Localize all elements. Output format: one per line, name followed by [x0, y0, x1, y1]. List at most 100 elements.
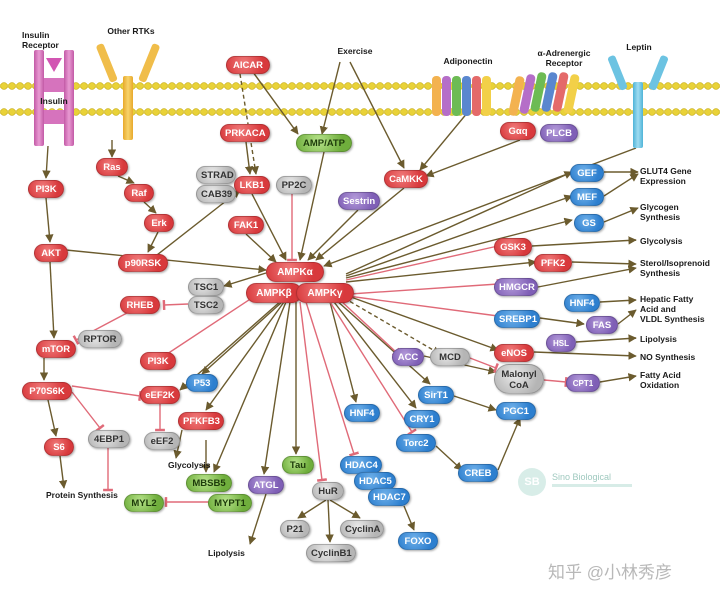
node-hur: HuR — [312, 482, 344, 500]
lipid-head — [80, 82, 88, 90]
node-hsl: HSL — [546, 334, 576, 352]
adiponectin-label: Adiponectin — [443, 56, 493, 66]
lipid-head — [672, 82, 680, 90]
inhibition-edge — [347, 295, 500, 322]
lipid-head — [352, 108, 360, 116]
node-ampk-beta: AMPKβ — [246, 283, 302, 303]
lipid-head — [296, 108, 304, 116]
lipid-head — [304, 82, 312, 90]
node-mbsb5: MBSB5 — [186, 474, 232, 492]
lipid-head — [688, 108, 696, 116]
lipid-head — [136, 82, 144, 90]
activation-edge — [223, 272, 267, 288]
lipid-head — [696, 82, 704, 90]
lipid-head — [592, 82, 600, 90]
activation-edge — [260, 301, 291, 475]
activation-edge — [603, 206, 639, 223]
lipid-head — [376, 82, 384, 90]
lipid-head — [680, 108, 688, 116]
node-mtor: mTOR — [36, 340, 76, 358]
lipid-head — [600, 108, 608, 116]
node-torc2: Torc2 — [396, 434, 436, 452]
lipid-head — [192, 108, 200, 116]
outcome-no-synthesis: NO Synthesis — [640, 352, 696, 362]
inhibition-edge — [469, 357, 499, 374]
leptin-label: Leptin — [626, 42, 652, 52]
activation-edge — [45, 197, 54, 243]
lipid-head — [216, 108, 224, 116]
outcome-sterol: Sterol/Isoprenoid Synthesis — [640, 258, 710, 278]
inhibition-edge — [71, 391, 105, 432]
activation-edge — [333, 301, 417, 409]
activation-edge — [325, 499, 334, 543]
lipid-head — [712, 82, 720, 90]
lipid-head — [144, 82, 152, 90]
lipid-head — [656, 108, 664, 116]
activation-edge — [571, 259, 637, 268]
activation-edge — [201, 301, 283, 375]
lipid-head — [344, 108, 352, 116]
outcome-fatty-acid-oxidation: Fatty Acid Oxidation — [640, 370, 681, 390]
node-mef: MEF — [570, 188, 604, 206]
lipid-head — [272, 82, 280, 90]
alpha-adrenergic-receptor — [507, 70, 588, 120]
lipid-head — [680, 82, 688, 90]
alpha-adrenergic-label: α-Adrenergic Receptor — [537, 48, 591, 68]
lipid-head — [344, 82, 352, 90]
activation-edge — [347, 295, 499, 352]
lipid-head — [384, 108, 392, 116]
lipid-head — [112, 108, 120, 116]
node-s6: S6 — [44, 438, 74, 456]
lipid-head — [0, 82, 8, 90]
activation-edge — [245, 233, 277, 263]
activation-edge — [497, 417, 521, 471]
node-pi3k-mid: PI3K — [140, 352, 176, 370]
lipid-head — [192, 82, 200, 90]
node-ampk-alpha: AMPKα — [266, 262, 324, 282]
node-4ebp1: 4EBP1 — [88, 430, 130, 448]
outcome-lipolysis-bottom: Lipolysis — [208, 548, 245, 558]
activation-edge — [537, 265, 637, 288]
lipid-head — [232, 82, 240, 90]
activation-edge — [343, 297, 441, 355]
activation-edge — [531, 236, 637, 247]
sino-biological-logo: SB — [518, 468, 546, 496]
node-tsc2: TSC2 — [188, 296, 224, 314]
node-ras: Ras — [96, 158, 128, 176]
activation-edge — [425, 139, 521, 178]
insulin-label: Insulin — [40, 96, 68, 106]
lipid-head — [688, 82, 696, 90]
lipid-head — [152, 82, 160, 90]
node-p70s6k: P70S6K — [22, 382, 72, 400]
activation-edge — [117, 175, 135, 184]
lipid-head — [424, 108, 432, 116]
lipid-head — [368, 82, 376, 90]
activation-edge — [599, 373, 637, 383]
lipid-head — [584, 82, 592, 90]
node-eef2: eEF2 — [144, 432, 180, 450]
node-hnf4: HNF4 — [564, 294, 600, 312]
lipid-head — [144, 108, 152, 116]
activation-edge — [251, 193, 287, 261]
node-rheb: RHEB — [120, 296, 160, 314]
activation-edge — [539, 317, 585, 328]
node-strad: STRAD — [196, 166, 236, 184]
node-mcd: MCD — [430, 348, 470, 366]
lipid-head — [312, 108, 320, 116]
lipid-head — [664, 108, 672, 116]
lipid-head — [232, 108, 240, 116]
lipid-head — [352, 82, 360, 90]
node-srebp1: SREBP1 — [494, 310, 540, 328]
node-akt: AKT — [34, 244, 68, 262]
node-ampk-gamma: AMPKγ — [296, 283, 354, 303]
lipid-head — [328, 108, 336, 116]
node-gs: GS — [574, 214, 604, 232]
inhibition-edge — [299, 301, 328, 482]
lipid-head — [704, 108, 712, 116]
lipid-head — [264, 108, 272, 116]
lipid-head — [184, 108, 192, 116]
lipid-head — [104, 82, 112, 90]
activation-edge — [617, 309, 637, 325]
node-camkk: CaMKK — [384, 170, 428, 188]
